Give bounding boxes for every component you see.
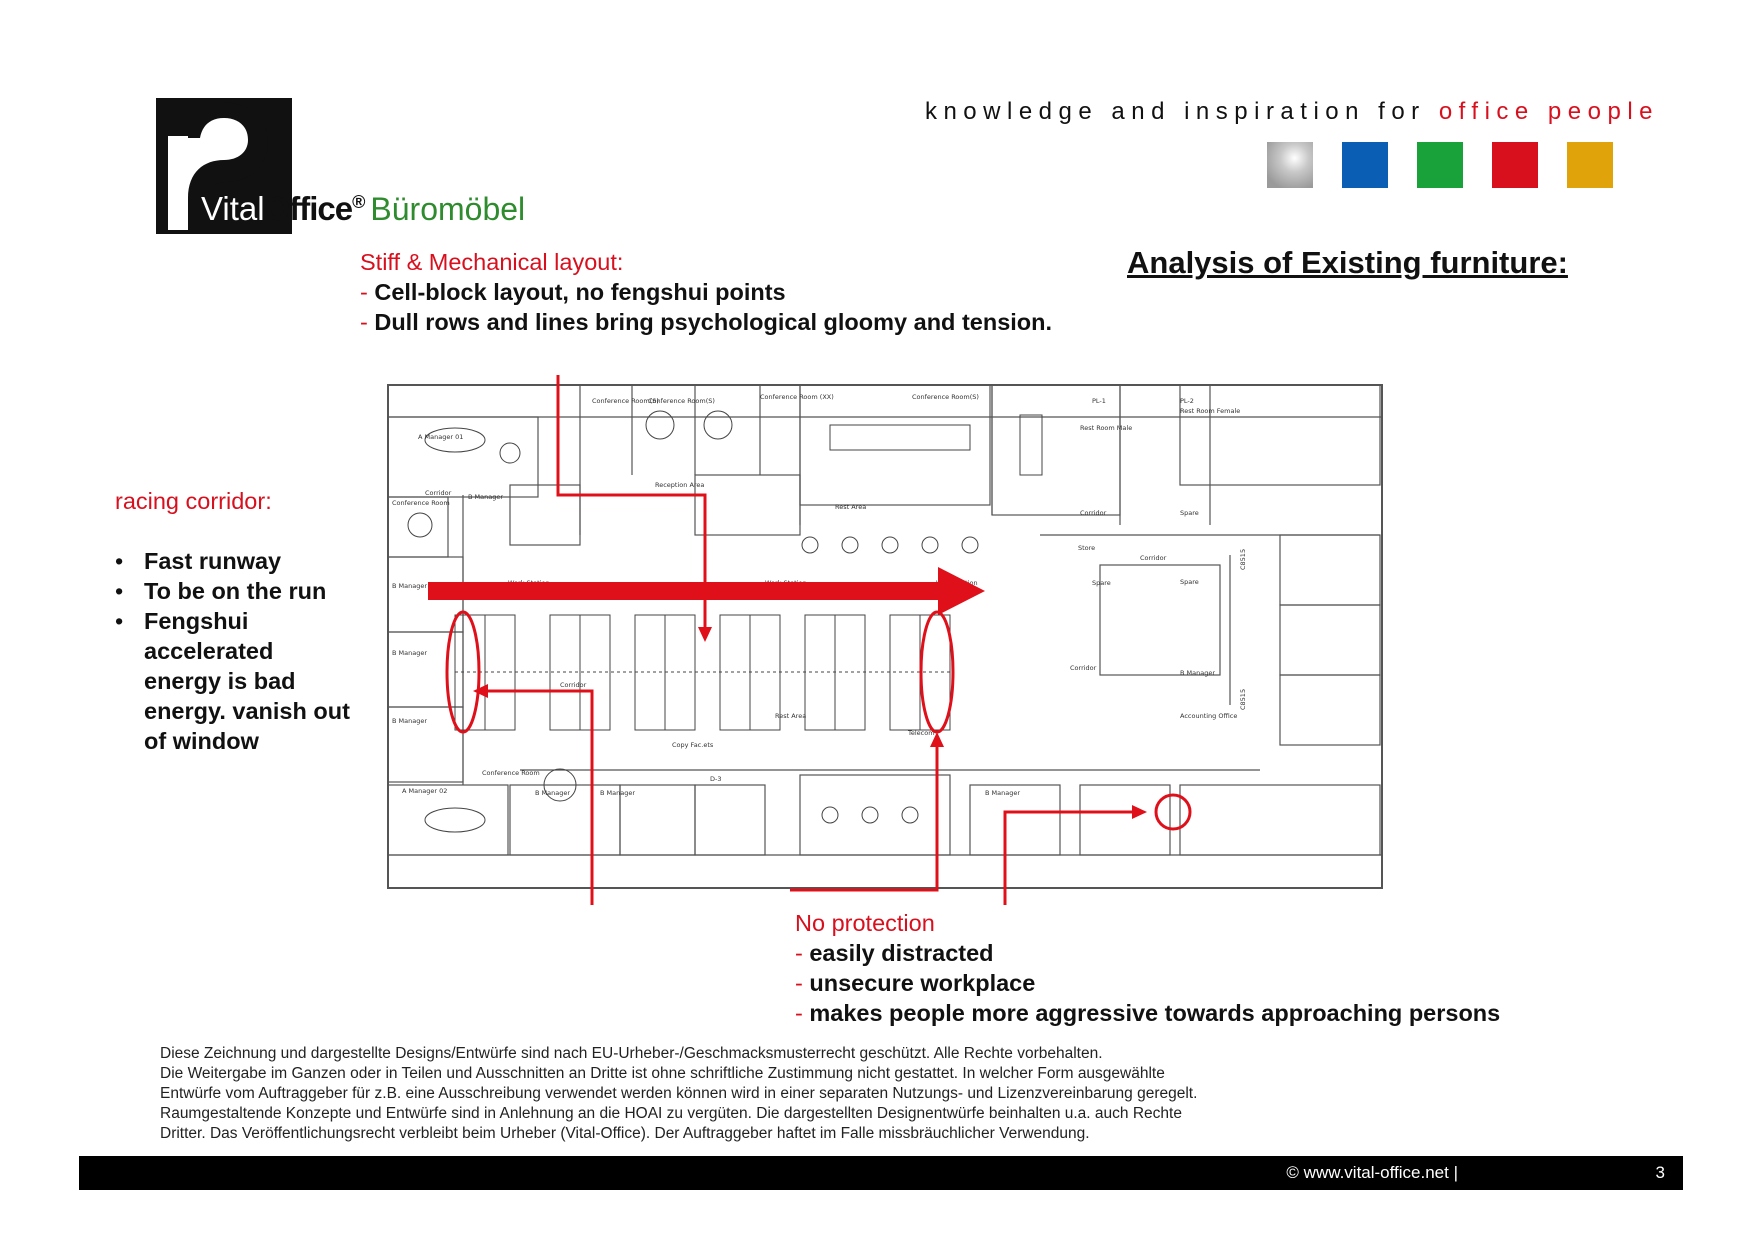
page-number: 3 — [1655, 1163, 1665, 1182]
logo-vital: Vital — [201, 190, 265, 227]
label-spare-1: Spare — [1092, 579, 1111, 587]
logo-mark-shape — [160, 102, 288, 230]
label-conf2: Conference Room(S) — [648, 397, 715, 405]
label-conf1: Conference Room(S) — [592, 397, 659, 405]
label-b-manager-2: B Manager — [392, 582, 427, 590]
disclaimer-line: Diese Zeichnung und dargestellte Designs… — [160, 1045, 1103, 1062]
highlight-accounting-desk — [1154, 793, 1192, 831]
label-store: Store — [1078, 544, 1095, 552]
callout-racing-corridor: racing corridor: Fast runway To be on th… — [115, 486, 355, 756]
callout-item: - unsecure workplace — [795, 970, 1036, 996]
logo-mark — [156, 98, 292, 234]
highlight-left-block — [445, 610, 481, 734]
label-rest-female: Rest Room Female — [1180, 407, 1240, 415]
footer-bar: © www.vital-office.net | 3 — [79, 1156, 1683, 1190]
tagline-accent: office people — [1438, 98, 1659, 125]
disclaimer-line: Entwürfe vom Auftraggeber für z.B. eine … — [160, 1085, 1198, 1102]
label-pl2: PL-2 — [1180, 397, 1194, 405]
label-b-manager-7: B Manager — [985, 789, 1020, 797]
stiff-arrow — [556, 375, 707, 632]
label-reception: Reception Area — [655, 481, 704, 489]
label-rest-male: Rest Room Male — [1080, 424, 1132, 432]
label-accounting: Accounting Office — [1180, 712, 1237, 720]
label-b-manager-5: B Manager — [535, 789, 570, 797]
label-spare-2: Spare — [1180, 509, 1199, 517]
swatch-red — [1492, 142, 1538, 188]
floor-plan-walls — [387, 384, 1383, 889]
protection-arrow-mid — [790, 740, 939, 892]
copyright-disclaimer: Diese Zeichnung und dargestellte Designs… — [160, 1044, 1210, 1144]
tagline-main: knowledge and inspiration for — [924, 98, 1439, 125]
racing-corridor-arrow — [428, 582, 940, 600]
label-conf-room-2: Conference Room — [482, 769, 540, 777]
logo-registered: ® — [352, 192, 365, 212]
label-rest-area-1: Rest Area — [835, 503, 866, 511]
list-item: To be on the run — [115, 576, 355, 606]
protection-arrow-left — [480, 689, 594, 905]
callout-item: - makes people more aggressive towards a… — [795, 1000, 1501, 1026]
label-conf-s: Conference Room(S) — [912, 393, 979, 401]
label-corridor-1: Corridor — [425, 489, 452, 497]
label-b-manager-4: B Manager — [392, 717, 427, 725]
label-spare-3: Spare — [1180, 578, 1199, 586]
tagline: knowledge and inspiration for office peo… — [925, 98, 1659, 126]
footer-website-link[interactable]: © www.vital-office.net | — [1286, 1163, 1458, 1182]
callout-no-protection: No protection - easily distracted - unse… — [795, 908, 1500, 1028]
logo-suffix: Büromöbel — [370, 191, 526, 227]
vital-office-logo: VitalOffice®Büromöbel — [156, 98, 576, 236]
label-corridor-4: Corridor — [1140, 554, 1167, 562]
label-rest-area-2: Rest Area — [775, 712, 806, 720]
floor-plan: Conference Room(S) Conference Room(S) Co… — [387, 375, 1383, 905]
section-title: Analysis of Existing furniture: — [1127, 245, 1568, 280]
label-side-1: C8515 — [1239, 549, 1247, 570]
disclaimer-line: Dritter. Das Veröffentlichungsrecht verb… — [160, 1125, 1090, 1142]
label-b-manager-3: B Manager — [392, 649, 427, 657]
swatch-silver — [1267, 142, 1313, 188]
callout-heading: racing corridor: — [115, 488, 272, 514]
disclaimer-line: Raumgestaltende Konzepte und Entwürfe si… — [160, 1105, 1182, 1122]
callout-item: - Dull rows and lines bring psychologica… — [360, 309, 1053, 335]
callout-heading: Stiff & Mechanical layout: — [360, 249, 624, 275]
label-corridor-2: Corridor — [560, 681, 587, 689]
label-telecom: Telecom — [907, 729, 935, 737]
callout-item: - easily distracted — [795, 940, 994, 966]
label-conf-xl: Conference Room (XX) — [760, 393, 834, 401]
logo-wordmark: VitalOffice®Büromöbel — [201, 190, 525, 228]
label-pl1: PL-1 — [1092, 397, 1106, 405]
label-corridor-5: Corridor — [1070, 664, 1097, 672]
floor-plan-furniture — [407, 410, 1043, 833]
list-item: Fast runway — [115, 546, 355, 576]
swatch-blue — [1342, 142, 1388, 188]
label-d3: D-3 — [710, 775, 722, 783]
label-a-manager-1: A Manager 01 — [418, 433, 463, 441]
protection-arrow-right — [1003, 810, 1140, 905]
label-side-2: C8515 — [1239, 689, 1247, 710]
label-corridor-3: Corridor — [1080, 509, 1107, 517]
swatch-orange — [1567, 142, 1613, 188]
label-a-manager-2: A Manager 02 — [402, 787, 447, 795]
swatch-green — [1417, 142, 1463, 188]
bullet-list: Fast runway To be on the run Fengshui ac… — [115, 546, 355, 756]
disclaimer-line: Die Weitergabe im Ganzen oder in Teilen … — [160, 1065, 1165, 1082]
label-b-manager-1: B Manager — [468, 493, 503, 501]
logo-office: Office — [264, 190, 354, 227]
callout-heading: No protection — [795, 910, 935, 936]
label-conf-room: Conference Room — [392, 499, 450, 507]
label-b-manager-8: B Manager — [1180, 669, 1215, 677]
label-copy: Copy Fac.ets — [672, 741, 714, 749]
color-swatches — [1267, 142, 1613, 188]
floor-plan-annotations — [428, 375, 1192, 905]
label-b-manager-6: B Manager — [600, 789, 635, 797]
callout-item: - Cell-block layout, no fengshui points — [360, 279, 786, 305]
callout-stiff-layout: Stiff & Mechanical layout: - Cell-block … — [360, 247, 1052, 337]
list-item: Fengshui accelerated energy is bad energ… — [115, 606, 355, 756]
